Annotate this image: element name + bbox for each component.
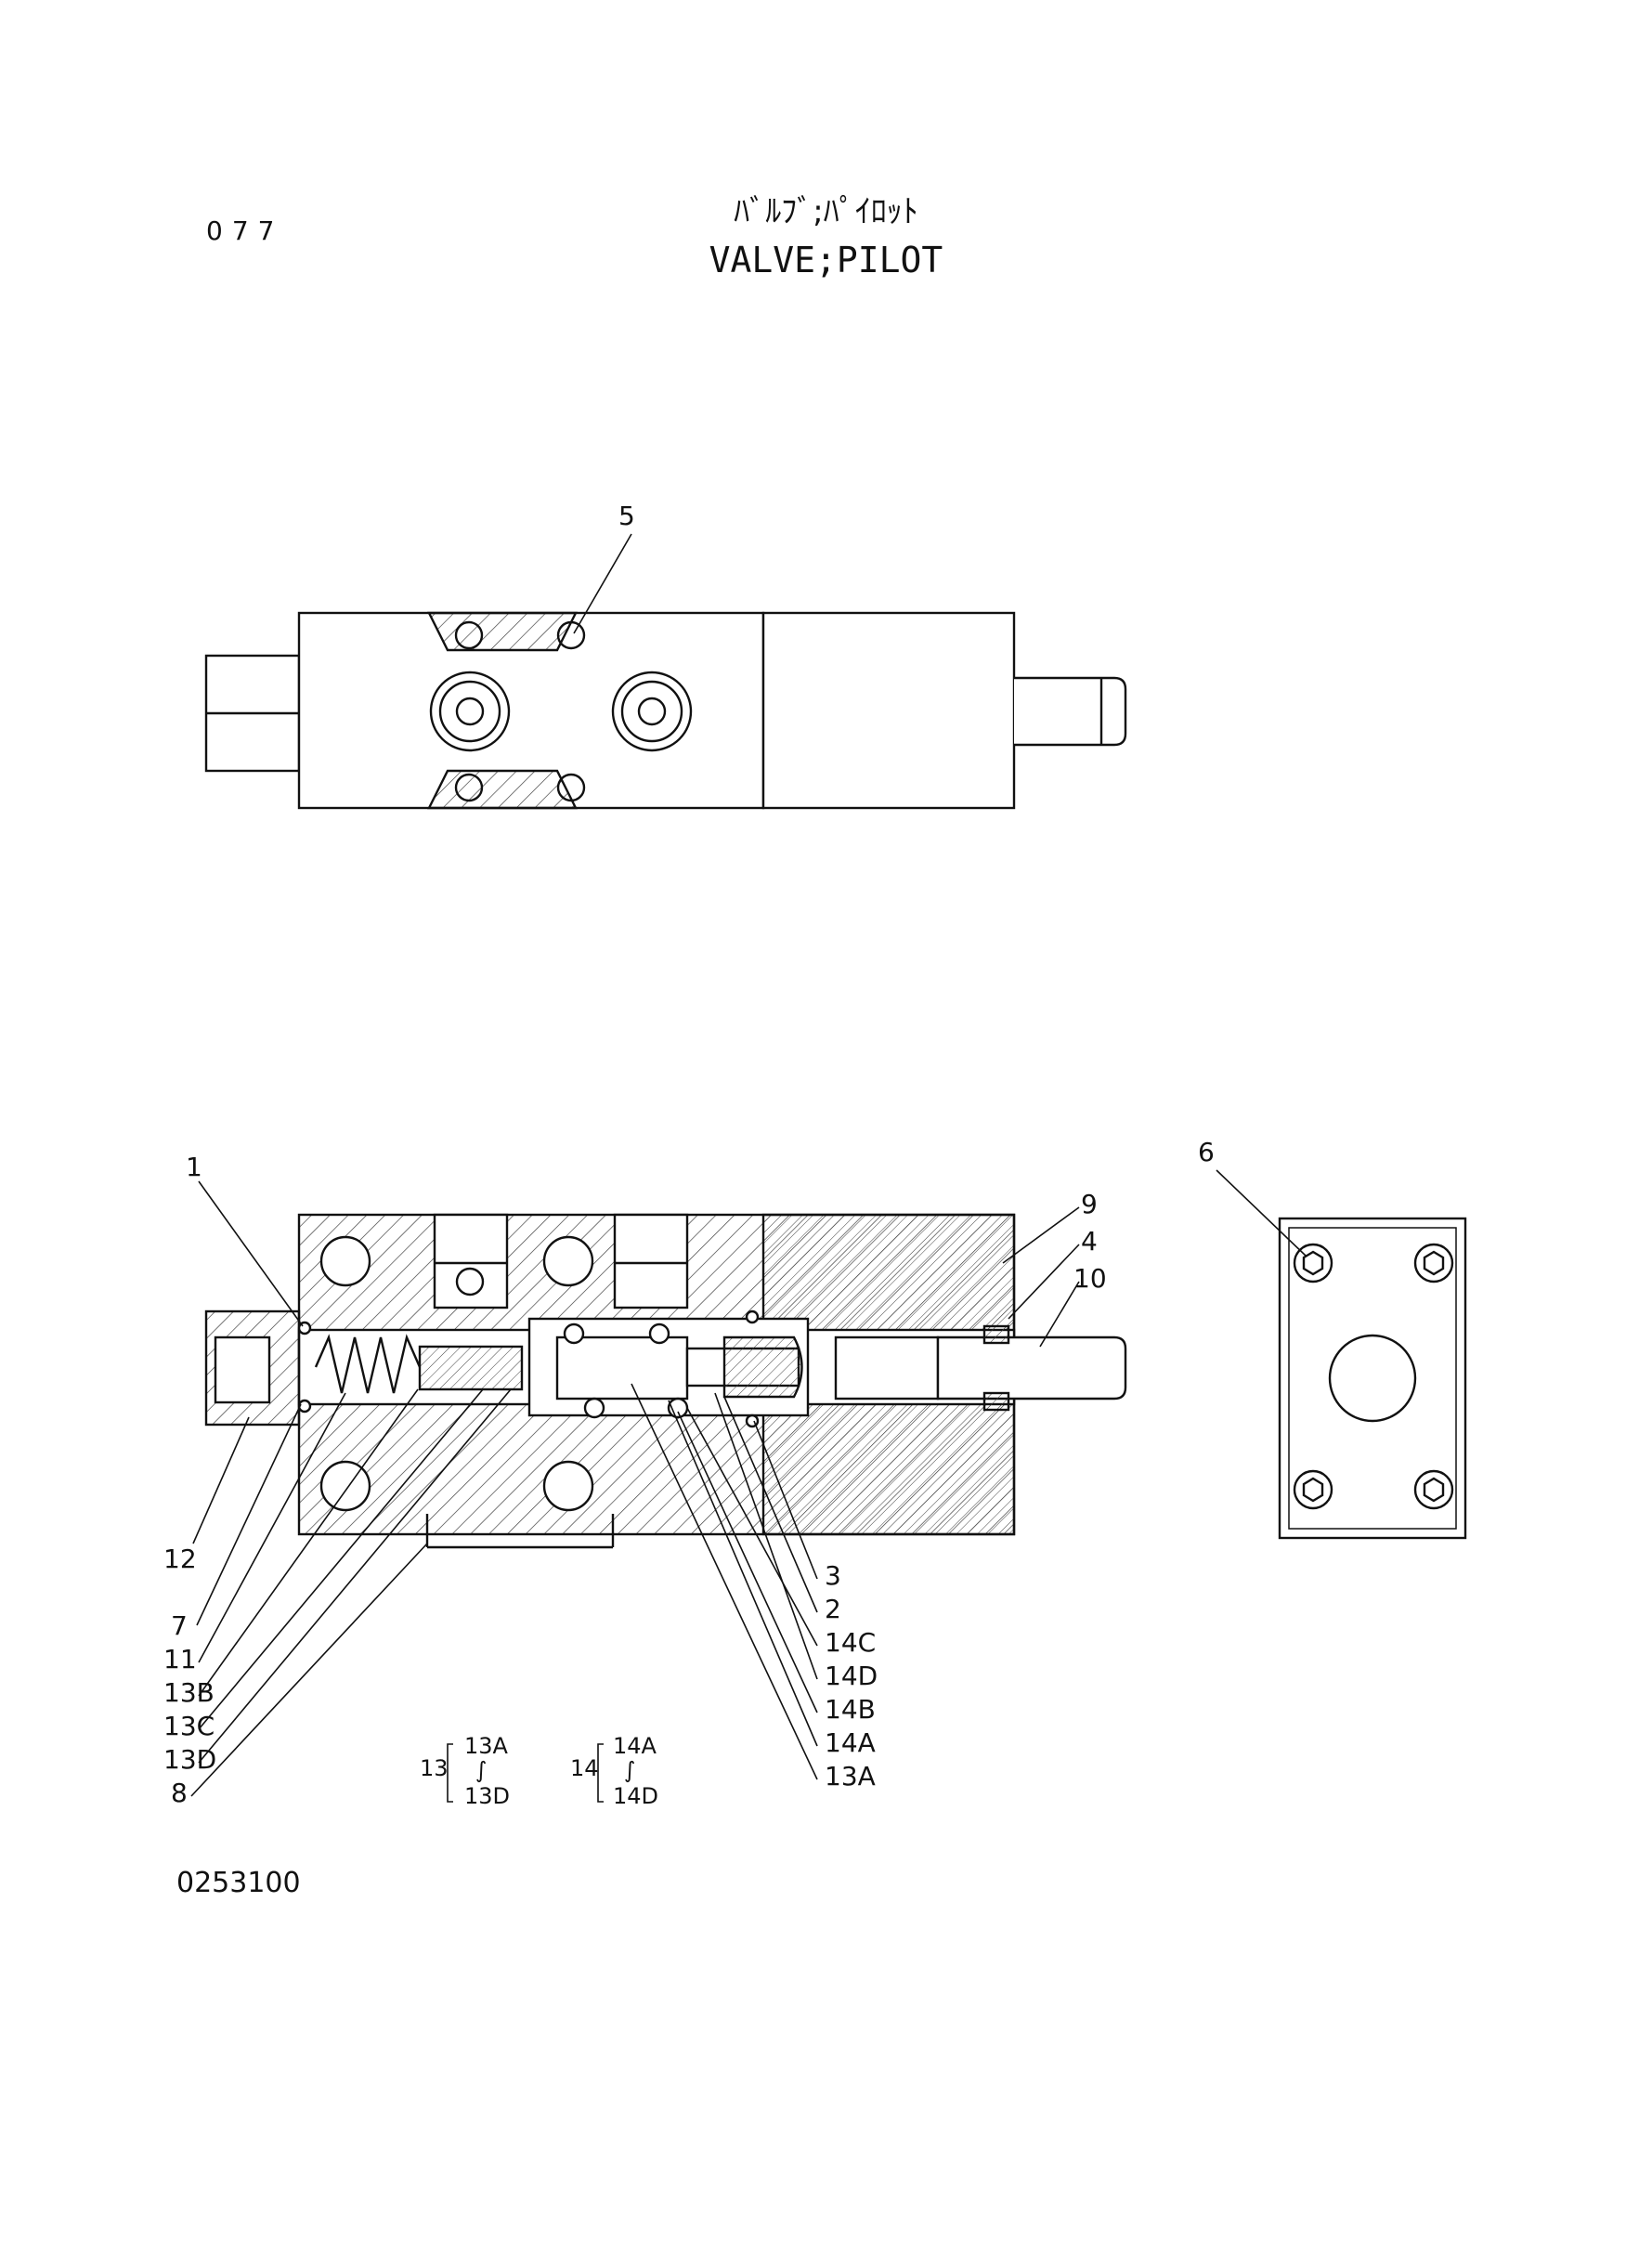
callout-4: 4 — [1081, 1226, 1098, 1257]
legend-14-range: ∫ — [624, 1757, 636, 1783]
end-view — [1278, 1217, 1467, 1540]
bolt-head-1 — [1293, 1243, 1333, 1283]
callout-14c: 14C — [825, 1627, 876, 1658]
ball-top-3 — [454, 773, 484, 802]
stem-top — [1014, 676, 1127, 747]
callout-2: 2 — [825, 1594, 841, 1624]
bolt-head-2 — [1413, 1243, 1454, 1283]
callout-12: 12 — [163, 1544, 197, 1574]
top-view — [204, 611, 1127, 810]
callout-13d: 13D — [163, 1744, 216, 1775]
drawing-number: 0253100 — [176, 1867, 301, 1899]
port-top-2 — [611, 671, 693, 752]
callout-11: 11 — [163, 1644, 197, 1674]
legend-group-13: 13 13A ∫ 13D — [420, 1733, 510, 1809]
callout-5: 5 — [618, 501, 635, 531]
legend-13-id: 13 — [420, 1755, 449, 1781]
plunger-stem — [936, 1335, 1127, 1401]
page-number: 077 — [206, 215, 284, 246]
leader-lines — [190, 1180, 1080, 1797]
callout-3: 3 — [825, 1560, 841, 1591]
callout-7: 7 — [171, 1610, 188, 1641]
callout-1: 1 — [186, 1152, 202, 1182]
legend-13-to: 13D — [464, 1783, 510, 1809]
legend-13-range: ∫ — [475, 1757, 488, 1783]
callout-14b: 14B — [825, 1694, 876, 1725]
bolt-head-3 — [1293, 1469, 1333, 1510]
callout-8: 8 — [171, 1778, 188, 1808]
legend-14-to: 14D — [613, 1783, 658, 1809]
callout-13c: 13C — [163, 1711, 215, 1741]
callout-9: 9 — [1081, 1189, 1098, 1219]
legend-13-from: 13A — [464, 1733, 509, 1759]
legend-14-id: 14 — [570, 1755, 599, 1781]
legend-group-14: 14 14A ∫ 14D — [570, 1733, 658, 1809]
end-plate — [1278, 1217, 1467, 1540]
callout-13a: 13A — [825, 1761, 876, 1791]
title-japanese: ﾊﾞﾙﾌﾞ;ﾊﾟｲﾛｯﾄ — [734, 193, 918, 230]
callout-13b: 13B — [163, 1677, 215, 1708]
center-port — [1328, 1334, 1417, 1423]
bolt-head-4 — [1413, 1469, 1454, 1510]
callout-14a: 14A — [825, 1727, 876, 1758]
section-view — [204, 1213, 1127, 1549]
title-english: VALVE;PILOT — [709, 240, 943, 280]
port-top-1 — [429, 671, 511, 752]
leader-6 — [1216, 1169, 1307, 1257]
callout-10: 10 — [1073, 1263, 1107, 1294]
callout-14d: 14D — [825, 1661, 878, 1691]
valve-cover-top — [761, 611, 1016, 810]
leader-5 — [573, 533, 632, 634]
callout-6: 6 — [1198, 1137, 1215, 1167]
legend-14-from: 14A — [613, 1733, 657, 1759]
ball-top-2 — [556, 620, 586, 650]
ball-top-4 — [556, 773, 586, 802]
ball-top-1 — [454, 620, 484, 650]
